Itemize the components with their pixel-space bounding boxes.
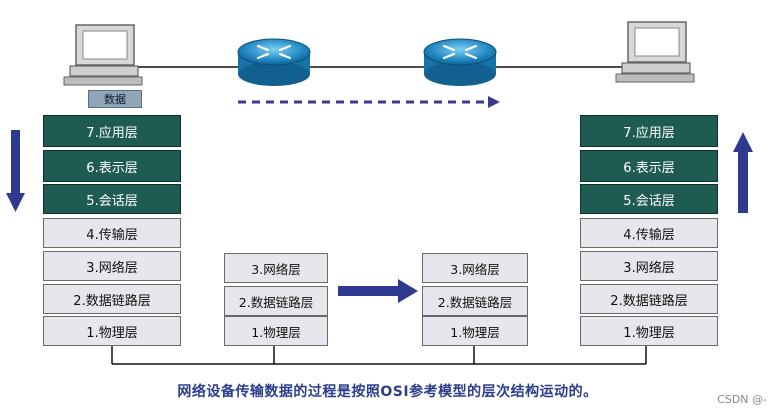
physical-link-bottom: [111, 345, 647, 365]
router2-layer-2: 2.数据链路层: [422, 286, 528, 316]
right-layer-7: 7.应用层: [580, 115, 718, 147]
left-layer-1: 1.物理层: [43, 316, 181, 346]
left-layer-6: 6.表示层: [43, 150, 181, 182]
diagram-caption: 网络设备传输数据的过程是按照OSI参考模型的层次结构运动的。: [177, 384, 598, 400]
router1-layer-2: 2.数据链路层: [224, 286, 328, 316]
router2-layer-1: 1.物理层: [422, 316, 528, 346]
router1-layer-3: 3.网络层: [224, 253, 328, 283]
router2-layer-3: 3.网络层: [422, 253, 528, 283]
router-icon-1: [237, 38, 311, 86]
right-layer-4: 4.传输层: [580, 218, 718, 248]
watermark: CSDN @-: [717, 393, 767, 406]
left-layer-7: 7.应用层: [43, 115, 181, 147]
down-arrow-icon: [6, 130, 25, 212]
data-tag: 数据: [88, 90, 142, 108]
left-computer-icon: [63, 24, 143, 86]
right-layer-5: 5.会话层: [580, 184, 718, 214]
dashed-arrow-icon: [238, 96, 500, 108]
right-layer-1: 1.物理层: [580, 316, 718, 346]
right-arrow-icon: [338, 279, 418, 303]
right-computer-icon: [615, 21, 695, 83]
right-layer-6: 6.表示层: [580, 150, 718, 182]
up-arrow-icon: [733, 132, 753, 213]
left-layer-2: 2.数据链路层: [43, 284, 181, 314]
left-layer-5: 5.会话层: [43, 184, 181, 214]
right-layer-3: 3.网络层: [580, 251, 718, 281]
router1-layer-1: 1.物理层: [224, 316, 328, 346]
right-layer-2: 2.数据链路层: [580, 284, 718, 314]
left-layer-4: 4.传输层: [43, 218, 181, 248]
router-icon-2: [423, 38, 497, 86]
left-layer-3: 3.网络层: [43, 251, 181, 281]
